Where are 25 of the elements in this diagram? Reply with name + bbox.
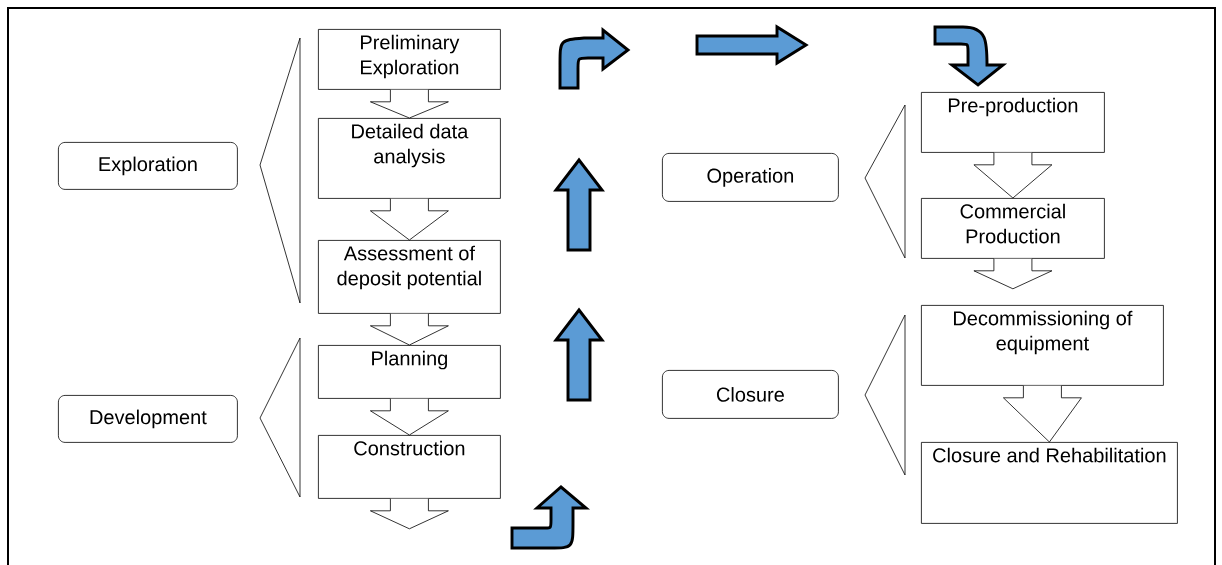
stage-box: Closure (662, 370, 839, 419)
arrow (370, 498, 449, 530)
bracket (864, 104, 906, 259)
process-box: Commercial Production (921, 198, 1105, 259)
arrow (973, 258, 1053, 290)
process-box: Preliminary Exploration (318, 29, 501, 90)
bracket (864, 314, 906, 476)
stage-box: Development (58, 395, 238, 443)
arrow (370, 398, 449, 436)
arrow (370, 313, 449, 346)
stage-box: Exploration (58, 142, 238, 190)
arrow (973, 152, 1053, 199)
process-box: Pre-production (921, 92, 1105, 153)
process-box: Assessment of deposit potential (318, 240, 501, 314)
process-box: Detailed data analysis (318, 118, 501, 199)
arrow (370, 89, 449, 119)
arrow (1003, 385, 1082, 443)
process-box: Construction (318, 435, 501, 499)
stage-box: Operation (662, 153, 839, 202)
bracket (259, 37, 301, 304)
process-box: Closure and Rehabilitation (921, 442, 1178, 524)
process-box: Planning (318, 345, 501, 399)
arrow (370, 198, 449, 241)
process-box: Decommissioning of equipment (921, 305, 1164, 386)
bracket (259, 337, 301, 498)
